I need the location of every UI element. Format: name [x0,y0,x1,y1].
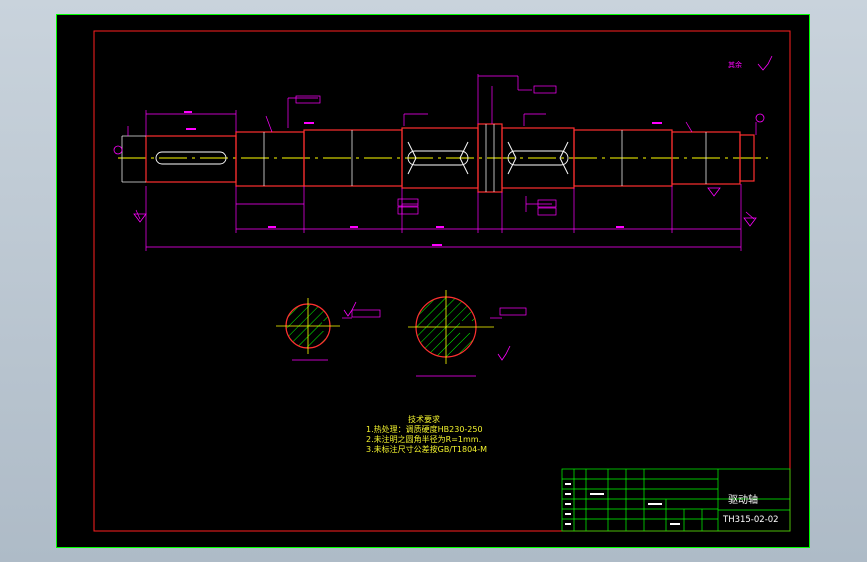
title-block-marks [565,483,680,525]
section-markers [407,141,569,175]
roughness-symbols [133,55,773,361]
drawing-viewport[interactable]: 其余 技术要求 1.热处理：调质硬度HB [56,14,810,548]
tech-notes-title: 技术要求 [408,414,440,424]
section-view-b [408,290,502,377]
inner-border [93,30,791,532]
keyways [155,150,569,166]
roughness-other-label: 其余 [728,60,742,69]
cad-drawing: 其余 技术要求 1.热处理：调质硬度HB [56,14,810,548]
section-view-a [276,298,352,361]
outer-border [56,14,810,548]
datum-circles [113,113,765,155]
tech-note-1: 1.热处理：调质硬度HB230-250 [366,424,483,434]
drawing-number: TH315-02-02 [722,515,779,525]
tech-note-2: 2.未注明之圆角半径为R=1mm. [366,434,481,444]
dimension-lines [127,74,757,251]
title-block [561,468,791,532]
tech-note-3: 3.未标注尺寸公差按GB/T1804-M [366,444,487,454]
technical-requirements: 技术要求 1.热处理：调质硬度HB230-250 2.未注明之圆角半径为R=1m… [366,414,487,454]
dimension-text-marks [184,111,662,246]
tolerance-frames [295,85,557,318]
part-name: 驱动轴 [728,493,758,506]
shaft-edges [121,124,707,192]
